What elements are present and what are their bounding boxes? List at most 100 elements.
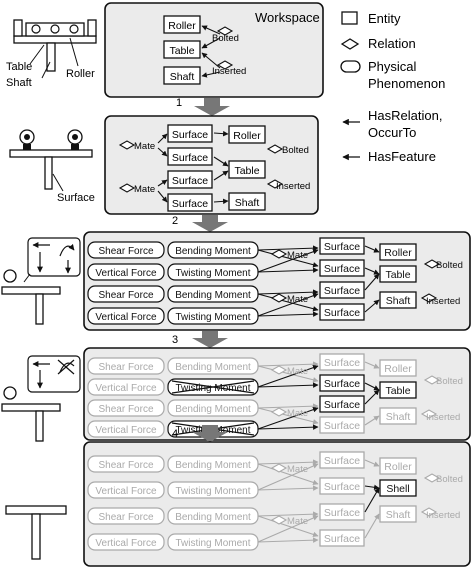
entity-box xyxy=(379,243,417,261)
hasrelation-arrow xyxy=(201,37,221,49)
entity-label: Table xyxy=(385,269,410,281)
occurto-arrow xyxy=(257,511,319,517)
entity-box xyxy=(167,147,213,166)
phenomenon-label: Twisting Moment xyxy=(175,268,250,279)
panel-workspace: Workspace Roller Table Shaft Bolted Inse… xyxy=(104,2,324,98)
entity-label: Surface xyxy=(324,455,360,467)
phenomenon-pill xyxy=(87,399,165,417)
entity-box xyxy=(379,381,417,399)
relation-diamond-icon xyxy=(423,259,441,269)
entity-label: Table xyxy=(385,385,410,397)
hasrelation-arrow xyxy=(201,71,221,78)
relation-label: Bolted xyxy=(436,376,463,387)
entity-box xyxy=(319,353,365,371)
surface-group: SurfaceSurfaceSurfaceSurfaceMateMateRoll… xyxy=(270,451,463,547)
entity-label: Surface xyxy=(324,533,360,545)
phenomenon-pill xyxy=(87,378,165,396)
phenomenon-label: Bending Moment xyxy=(175,246,251,257)
phenomenon-label: Vertical Force xyxy=(95,538,157,549)
phenomenon-pill xyxy=(87,481,165,499)
occurto-arrow xyxy=(257,361,319,367)
phenomenon-pill xyxy=(87,455,165,473)
occurto-arrow xyxy=(257,515,319,538)
step-arrow: 4 xyxy=(172,425,228,442)
phenomenon-pill xyxy=(87,357,165,375)
occurto-arrow xyxy=(257,407,319,430)
entity-box xyxy=(319,416,365,434)
relation-diamond-icon xyxy=(118,183,136,193)
relation-label: Inserted xyxy=(426,296,460,307)
relation-label: Bolted xyxy=(212,33,239,44)
hasfeature-arrow xyxy=(364,267,380,275)
entity-label: Roller xyxy=(233,130,261,142)
entity-label: Surface xyxy=(324,399,360,411)
occurto-arrow xyxy=(257,515,319,543)
occurto-arrow xyxy=(257,382,319,388)
part-label: Table xyxy=(6,61,32,73)
phenomenon-label: Shear Force xyxy=(98,404,153,415)
hasfeature-arrow xyxy=(364,361,380,369)
occurto-arrow xyxy=(257,403,319,409)
relation-diamond-icon xyxy=(270,293,288,303)
phenomenon-pill xyxy=(87,307,165,325)
phenomenon-pill xyxy=(87,285,165,303)
entity-box xyxy=(163,40,201,59)
entity-label: Surface xyxy=(324,357,360,369)
phenomenon-label: Twisting Moment xyxy=(175,383,250,394)
hasfeature-arrow xyxy=(364,273,380,291)
down-arrow-icon xyxy=(192,331,228,348)
phenomenon-label: Bending Moment xyxy=(175,512,251,523)
entity-label: Surface xyxy=(324,420,360,432)
hasrelation-arrow xyxy=(201,25,221,35)
relation-diamond-icon xyxy=(270,249,288,259)
occurto-arrow xyxy=(257,289,319,295)
hasfeature-arrow xyxy=(364,245,380,253)
entity-label: Surface xyxy=(324,263,360,275)
entity-label: Shaft xyxy=(386,295,411,307)
hasfeature-arrow xyxy=(364,382,380,391)
relation-diamond-icon xyxy=(216,26,234,36)
phenomenon-label: Twisting Moment xyxy=(175,312,250,323)
relation-diamond-icon xyxy=(423,473,441,483)
entity-label: Surface xyxy=(324,307,360,319)
entity-label: Shell xyxy=(386,483,409,495)
entity-box xyxy=(228,192,266,211)
entity-label: Shaft xyxy=(386,509,411,521)
legend-hasrelation-label-2: OccurTo xyxy=(368,125,416,140)
relation-label: Mate xyxy=(134,141,155,152)
hasrelation-arrow xyxy=(201,52,221,69)
occurto-arrow xyxy=(257,365,319,383)
entity-label: Roller xyxy=(384,461,412,473)
legend-phenomenon-label-2: Phenomenon xyxy=(368,76,445,91)
phenomenon-label: Shear Force xyxy=(98,362,153,373)
entity-label: Surface xyxy=(172,175,208,187)
phenomenon-label: Shear Force xyxy=(98,290,153,301)
occurto-arrow xyxy=(257,463,319,491)
occurto-arrow xyxy=(257,537,319,543)
phenomenon-pill xyxy=(87,420,165,438)
relation-diamond-icon xyxy=(420,409,438,419)
entity-label: Roller xyxy=(168,20,196,32)
entity-label: Surface xyxy=(324,241,360,253)
load-drawing xyxy=(1,237,81,325)
entity-box xyxy=(319,374,365,392)
relation-label: Inserted xyxy=(426,510,460,521)
occurto-arrow xyxy=(257,267,319,273)
relation-label: Mate xyxy=(287,408,308,419)
relation-diamond-icon xyxy=(420,293,438,303)
occurto-arrow xyxy=(257,407,319,425)
entity-box xyxy=(319,395,365,413)
entity-box xyxy=(379,457,417,475)
entity-box xyxy=(167,170,213,189)
hasfeature-arrow xyxy=(213,170,229,181)
entity-label: Shaft xyxy=(235,197,260,209)
relation-label: Inserted xyxy=(426,412,460,423)
phenomenon-label: Bending Moment xyxy=(175,362,251,373)
step-number: 1 xyxy=(176,97,182,109)
load-drawing-reduced xyxy=(1,355,81,442)
part-label: Roller xyxy=(66,68,95,80)
entity-label: Surface xyxy=(324,481,360,493)
